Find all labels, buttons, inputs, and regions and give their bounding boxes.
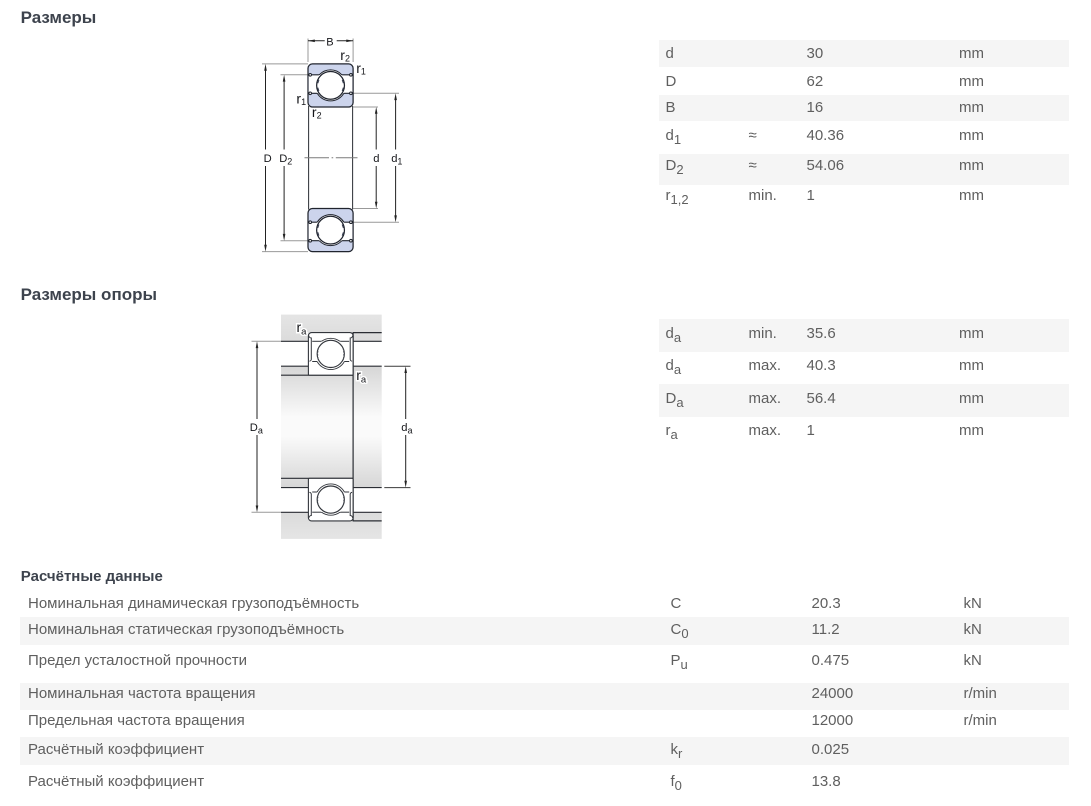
svg-text:da: da — [401, 422, 412, 436]
svg-text:r2: r2 — [312, 104, 322, 121]
svg-text:d: d — [373, 153, 379, 165]
svg-text:Da: Da — [250, 422, 263, 436]
svg-text:D2: D2 — [279, 153, 292, 167]
svg-text:r1: r1 — [356, 60, 366, 77]
svg-text:ra: ra — [297, 319, 308, 338]
svg-text:D: D — [264, 153, 272, 165]
svg-text:r2: r2 — [340, 47, 350, 64]
svg-text:B: B — [326, 37, 333, 49]
svg-text:ra: ra — [356, 367, 367, 386]
svg-text:d1: d1 — [391, 153, 402, 167]
svg-text:r1: r1 — [296, 91, 306, 108]
